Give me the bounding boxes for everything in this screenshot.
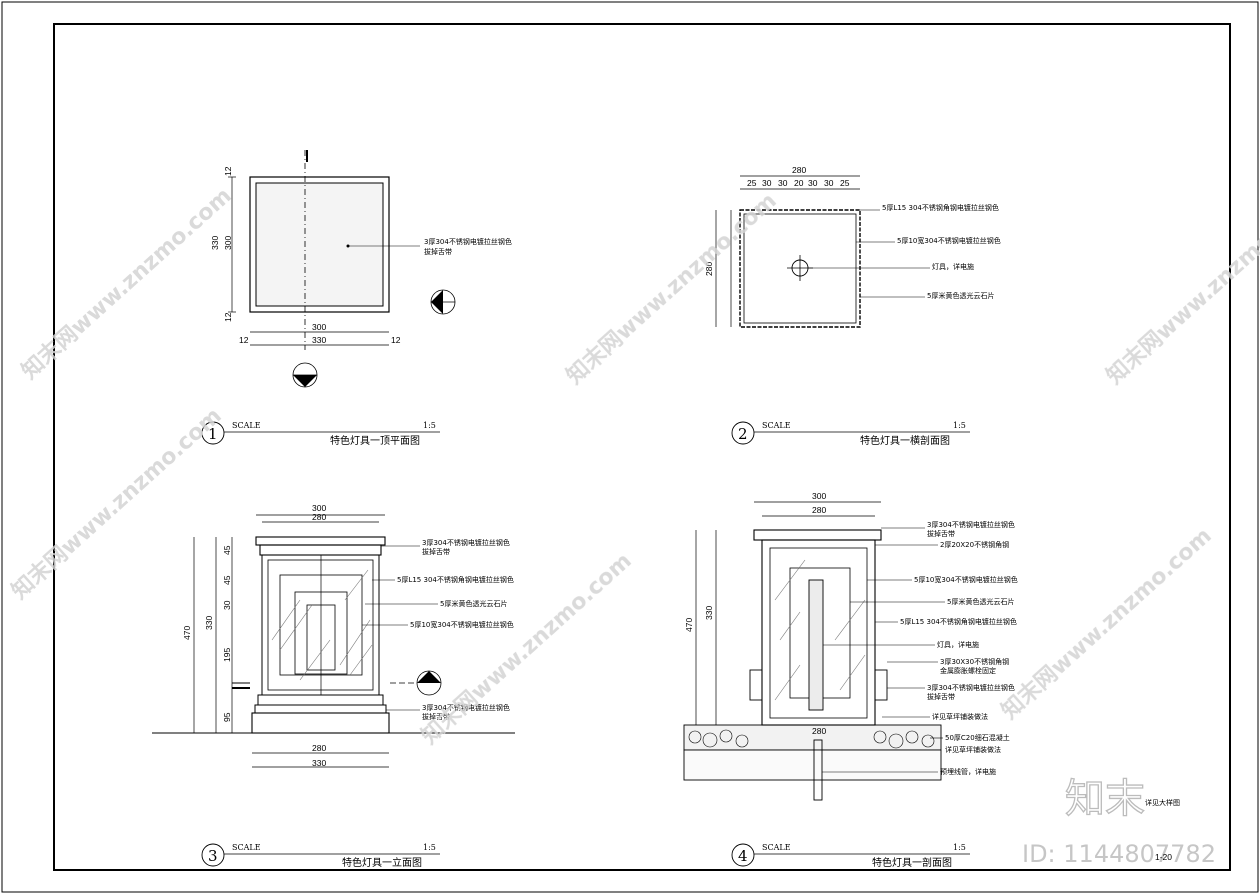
section-dim-top-total: 280 [792, 165, 806, 175]
panel-3-number: 3 [208, 847, 218, 865]
plan-callout-material: 3厚304不锈钢电镀拉丝钢色 [424, 237, 512, 246]
plan-dim-edge-left: 12 [239, 335, 249, 345]
elevation-dim-inner: 280 [312, 512, 326, 522]
section-dim-30d: 30 [824, 178, 834, 188]
plan-dim-inner-height: 300 [223, 236, 233, 250]
panel-3-title: 特色灯具一立面图 [342, 856, 422, 869]
section-dim-left-total: 280 [704, 262, 714, 276]
plan-dim-inner-width: 300 [312, 322, 326, 332]
watermark-text-4: 知末网www.znzmo.com [7, 403, 227, 605]
section-dim-30c: 30 [808, 178, 818, 188]
section4-dim-inner: 280 [812, 505, 826, 515]
section-callout-angle: 5厚L15 304不锈钢角钢电镀拉丝钢色 [882, 203, 999, 212]
elevation-callout-cap: 3厚304不锈钢电镀拉丝钢色 [422, 538, 510, 547]
panel-2-title: 特色灯具一横剖面图 [860, 434, 950, 447]
elevation-dim-bottom-total: 330 [312, 758, 326, 768]
plan-dim-edge-right: 12 [391, 335, 401, 345]
section-dim-30a: 30 [762, 178, 772, 188]
elevation-dim-45a: 45 [222, 545, 232, 555]
elevation-dim-top: 300 [312, 503, 326, 513]
drawing-frame [53, 23, 1231, 871]
section4-callout-bolt: 金属膨胀螺栓固定 [940, 666, 996, 675]
plan-dim-edge-bottom: 12 [223, 312, 233, 322]
panel-4-scale-label: SCALE [762, 843, 791, 852]
watermark-layer: 知末网www.znzmo.com 知末网www.znzmo.com 知末网www… [7, 183, 1260, 750]
elevation-callout-base-note: 拔掉舌带 [422, 712, 450, 721]
elevation-dim-bottom-inner: 280 [312, 743, 326, 753]
section4-callout-angle: 5厚L15 304不锈钢角钢电镀拉丝钢色 [900, 617, 1017, 626]
elevation-dim-195: 195 [222, 648, 232, 662]
elevation-callout-cap-note: 拔掉舌带 [422, 547, 450, 556]
section-callout-lamp: 灯具，详电施 [932, 262, 974, 271]
sheet-note: 详见大样图 [1145, 798, 1180, 807]
elevation-dim-95: 95 [222, 712, 232, 722]
section4-dim-overall: 470 [684, 618, 694, 632]
section-dim-25b: 25 [840, 178, 850, 188]
watermark-id: ID: 1144807782 [1022, 840, 1216, 868]
panel-2-scale-value: 1:5 [953, 421, 966, 430]
section-dim-30b: 30 [778, 178, 788, 188]
panel-2-horizontal-section: 280 25 30 30 20 30 30 25 280 5厚L15 304不锈… [704, 165, 1001, 447]
elevation-dim-body: 330 [204, 616, 214, 630]
plan-callout-note: 拔掉舌带 [424, 247, 452, 256]
section4-callout-cap: 3厚304不锈钢电镀拉丝钢色 [927, 520, 1015, 529]
panel-1-scale-value: 1:5 [423, 421, 436, 430]
panel-1-title: 特色灯具一顶平面图 [330, 434, 420, 447]
watermark-text-2: 知末网www.znzmo.com [562, 188, 782, 390]
section4-callout-concrete: 50厚C20细石混凝土 [945, 733, 1010, 742]
section-callout-strip: 5厚10宽304不锈钢电镀拉丝钢色 [897, 236, 1001, 245]
section-dim-20: 20 [794, 178, 804, 188]
panel-1-plan-view: 330 300 12 12 300 330 12 12 3厚304不锈钢电镀拉丝… [201, 150, 512, 447]
section4-callout-stone: 5厚米黄色透光云石片 [947, 597, 1014, 606]
elevation-callout-stone: 5厚米黄色透光云石片 [440, 599, 507, 608]
section4-callout-paving-2: 详见草坪铺装做法 [945, 745, 1001, 754]
section4-callout-base: 3厚304不锈钢电镀拉丝钢色 [927, 683, 1015, 692]
panel-4-scale-value: 1:5 [953, 843, 966, 852]
sheet-code: 1-20 [1155, 852, 1172, 862]
section4-callout-angle-small: 2厚20X20不锈钢角钢 [940, 540, 1009, 549]
section4-dim-base: 280 [812, 726, 826, 736]
section4-dim-top: 300 [812, 491, 826, 501]
panel-4-title: 特色灯具一剖面图 [872, 856, 952, 869]
watermark-logo: 知末 [1065, 776, 1145, 822]
section4-dim-body: 330 [704, 606, 714, 620]
section4-callout-cap-note: 拔掉舌带 [927, 529, 955, 538]
section4-callout-angle-30: 3厚30X30不锈钢角钢 [940, 657, 1009, 666]
panel-2-scale-label: SCALE [762, 421, 791, 430]
elevation-callout-base: 3厚304不锈钢电镀拉丝钢色 [422, 703, 510, 712]
panel-1-scale-label: SCALE [232, 421, 261, 430]
panel-2-number: 2 [738, 425, 748, 443]
section-dim-25a: 25 [747, 178, 757, 188]
watermark-text-3: 知末网www.znzmo.com [1102, 188, 1260, 390]
watermark-text-6: 知末网www.znzmo.com [997, 523, 1217, 725]
panel-3-scale-value: 1:5 [423, 843, 436, 852]
elevation-callout-angle: 5厚L15 304不锈钢角钢电镀拉丝钢色 [397, 575, 514, 584]
elevation-dim-30: 30 [222, 600, 232, 610]
section4-callout-paving: 详见草坪铺装做法 [932, 712, 988, 721]
plan-dim-total-width: 330 [312, 335, 326, 345]
plan-dim-total-height: 330 [210, 236, 220, 250]
section4-callout-lamp: 灯具，详电施 [937, 640, 979, 649]
watermark-text-1: 知末网www.znzmo.com [17, 183, 237, 385]
section4-callout-conduit: 预埋线管，详电施 [940, 767, 996, 776]
elevation-dim-45b: 45 [222, 575, 232, 585]
section4-callout-base-note: 拔掉舌带 [927, 692, 955, 701]
section4-callout-strip: 5厚10宽304不锈钢电镀拉丝钢色 [914, 575, 1018, 584]
elevation-dim-overall: 470 [182, 626, 192, 640]
panel-3-elevation: 300 280 280 330 470 330 45 45 30 195 95 … [152, 503, 515, 869]
panel-3-scale-label: SCALE [232, 843, 261, 852]
panel-4-number: 4 [738, 847, 748, 865]
section-callout-stone: 5厚米黄色透光云石片 [927, 291, 994, 300]
panel-1-number: 1 [208, 425, 218, 443]
elevation-callout-strip: 5厚10宽304不锈钢电镀拉丝钢色 [410, 620, 514, 629]
plan-dim-edge-top: 12 [223, 166, 233, 176]
panel-4-section: 300 280 470 330 280 3厚304不锈钢电镀拉丝钢色 拔掉舌带 … [683, 491, 1018, 869]
